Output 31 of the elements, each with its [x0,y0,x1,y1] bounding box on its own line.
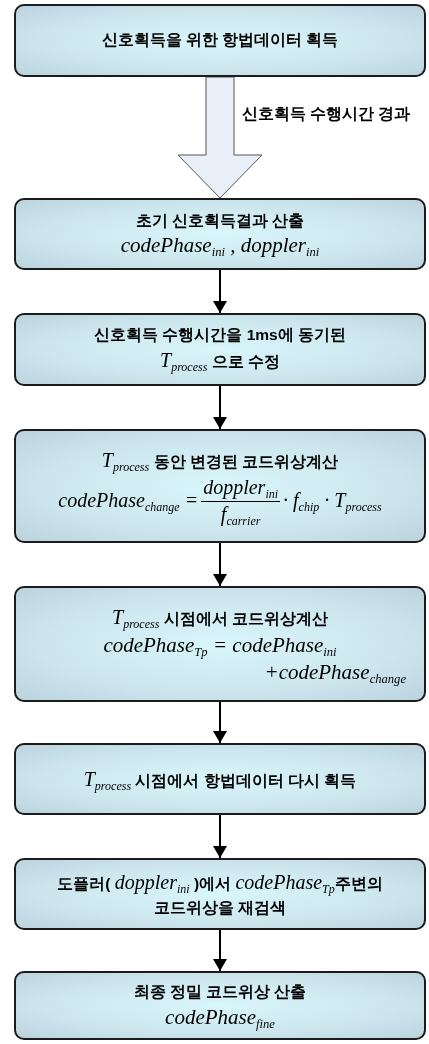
box-heading: 도플러( doppler$_{ini}$ )에서 codePhase$_{Tp}$주변의 코드위상을 재검색 [56,870,384,919]
process-box [14,586,426,702]
formula-text: · f$_{chip}$ · T$_{process}$ [283,488,382,513]
process-box [14,4,426,77]
block-arrow [177,76,263,199]
formula-text: codePhase$_{Tp}$ = codePhase$_{ini}$ [103,632,337,659]
process-box [14,313,426,386]
process-box [14,429,426,543]
formula-text: codePhase$_{change}$ = [58,488,199,513]
arrow [213,385,227,430]
box-heading: T$_{process}$ 시점에서 코드위상계산 [112,605,328,633]
arrow [213,701,227,744]
arrow [213,269,227,314]
arrow [213,814,227,859]
arrow [213,542,227,587]
box-heading: 초기 신호획득결과 산출 [135,210,305,231]
formula-text: codePhase$_{ini}$ , doppler$_{ini}$ [120,232,320,259]
formula-text: +codePhase$_{change}$ [264,658,406,685]
arrow [213,929,227,972]
formula-text: codePhase$_{fine}$ [165,1003,275,1030]
process-box [14,743,426,815]
box-heading: 최종 정밀 코드위상 산출 [133,982,307,1003]
process-box [14,971,426,1040]
box-heading: T$_{process}$ 시점에서 항법데이터 다시 획득 [83,766,357,794]
box-heading: 신호획득 수행시간을 1ms에 동기된 T$_{process}$ 으로 수정 [93,324,347,376]
process-box [14,198,426,270]
box-heading: 신호획득을 위한 항법데이터 획득 [101,30,339,51]
fraction-numerator: doppler$_{ini}$ [201,474,281,502]
fraction-denominator: f$_{carrier}$ [220,501,261,527]
box-heading: T$_{process}$ 동안 변경된 코드위상계산 [101,447,339,475]
process-box [14,858,426,930]
